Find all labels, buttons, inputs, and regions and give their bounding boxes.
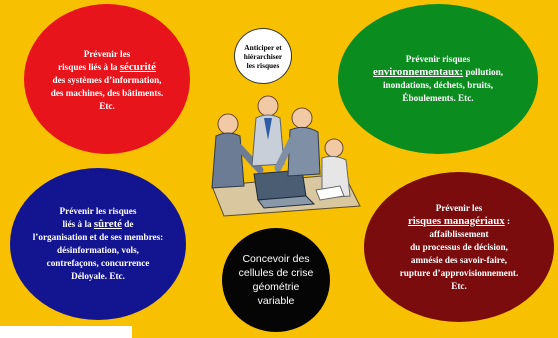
surete-line-2: liés à la sûreté de (63, 218, 134, 231)
cellules-line-3: géométrie (252, 281, 300, 293)
manageriaux-line-6: rupture d’approvisionnement. (399, 267, 519, 278)
bubble-securite: Prévenir les risques liés à la sécurité … (24, 4, 190, 154)
manageriaux-line-2-end: : (506, 215, 511, 226)
cellules-line-2: cellules de crise (238, 267, 314, 279)
environnement-line-2: environnementaux: pollution, (373, 66, 503, 79)
environnement-line-2-text: pollution, (465, 67, 503, 77)
bubble-manageriaux: Prévenir les risques managériaux : affai… (364, 172, 554, 322)
manageriaux-line-1: Prévenir les (435, 202, 483, 213)
bubble-cellules-de-crise: Concevoir des cellules de crise géométri… (222, 228, 330, 332)
business-team-laptop-icon (211, 95, 361, 217)
cellules-line-4: variable (257, 295, 295, 307)
environnement-line-1: Prévenir risques (405, 54, 471, 64)
manageriaux-keyword: risques managériaux (407, 214, 505, 227)
environnement-line-3: inondations, déchets, bruits, (382, 80, 494, 90)
anticiper-line-1: Anticiper et (244, 42, 282, 52)
manageriaux-line-7: Etc. (451, 280, 467, 291)
surete-line-4: désinformation, vols, (57, 245, 139, 255)
securite-line-5: Etc. (99, 100, 115, 111)
bubble-environnement: Prévenir risques environnementaux: pollu… (338, 4, 538, 154)
anticiper-line-3: les risques (246, 60, 280, 70)
manageriaux-line-3: affaiblissement (429, 228, 489, 239)
surete-line-2-end: de (124, 219, 134, 229)
surete-line-6: Déloyale. Etc. (71, 271, 125, 281)
surete-keyword: sûreté (93, 218, 122, 230)
securite-line-3: des systèmes d’information, (52, 74, 162, 85)
anticiper-line-2: hiérarchiser (243, 51, 283, 61)
surete-line-2-text: liés à la (62, 219, 92, 229)
bubble-anticiper: Anticiper et hiérarchiser les risques (234, 28, 292, 84)
securite-line-4: des machines, des bâtiments. (50, 87, 164, 98)
manageriaux-line-4: du processus de décision, (410, 241, 508, 252)
surete-line-3: l’organisation et de ses membres: (32, 232, 164, 242)
bubble-surete: Prévenir les risques liés à la sûreté de… (10, 168, 186, 320)
manageriaux-line-2: risques managériaux : (408, 215, 510, 228)
cellules-line-1: Concevoir des (242, 253, 310, 265)
securite-line-2: risques liés à la sécurité (58, 61, 156, 74)
surete-line-1: Prévenir les risques (59, 206, 137, 216)
manageriaux-line-5: amnésie des savoir-faire, (410, 254, 508, 265)
environnement-line-4: Éboulements. Etc. (402, 93, 474, 103)
securite-keyword: sécurité (119, 60, 156, 73)
securite-line-2-text: risques liés à la (58, 61, 118, 72)
securite-line-1: Prévenir les (83, 48, 131, 59)
environnement-keyword: environnementaux: (373, 66, 464, 78)
white-corner-strip (0, 326, 132, 338)
surete-line-5: contrefaçons, concurrence (46, 258, 150, 268)
